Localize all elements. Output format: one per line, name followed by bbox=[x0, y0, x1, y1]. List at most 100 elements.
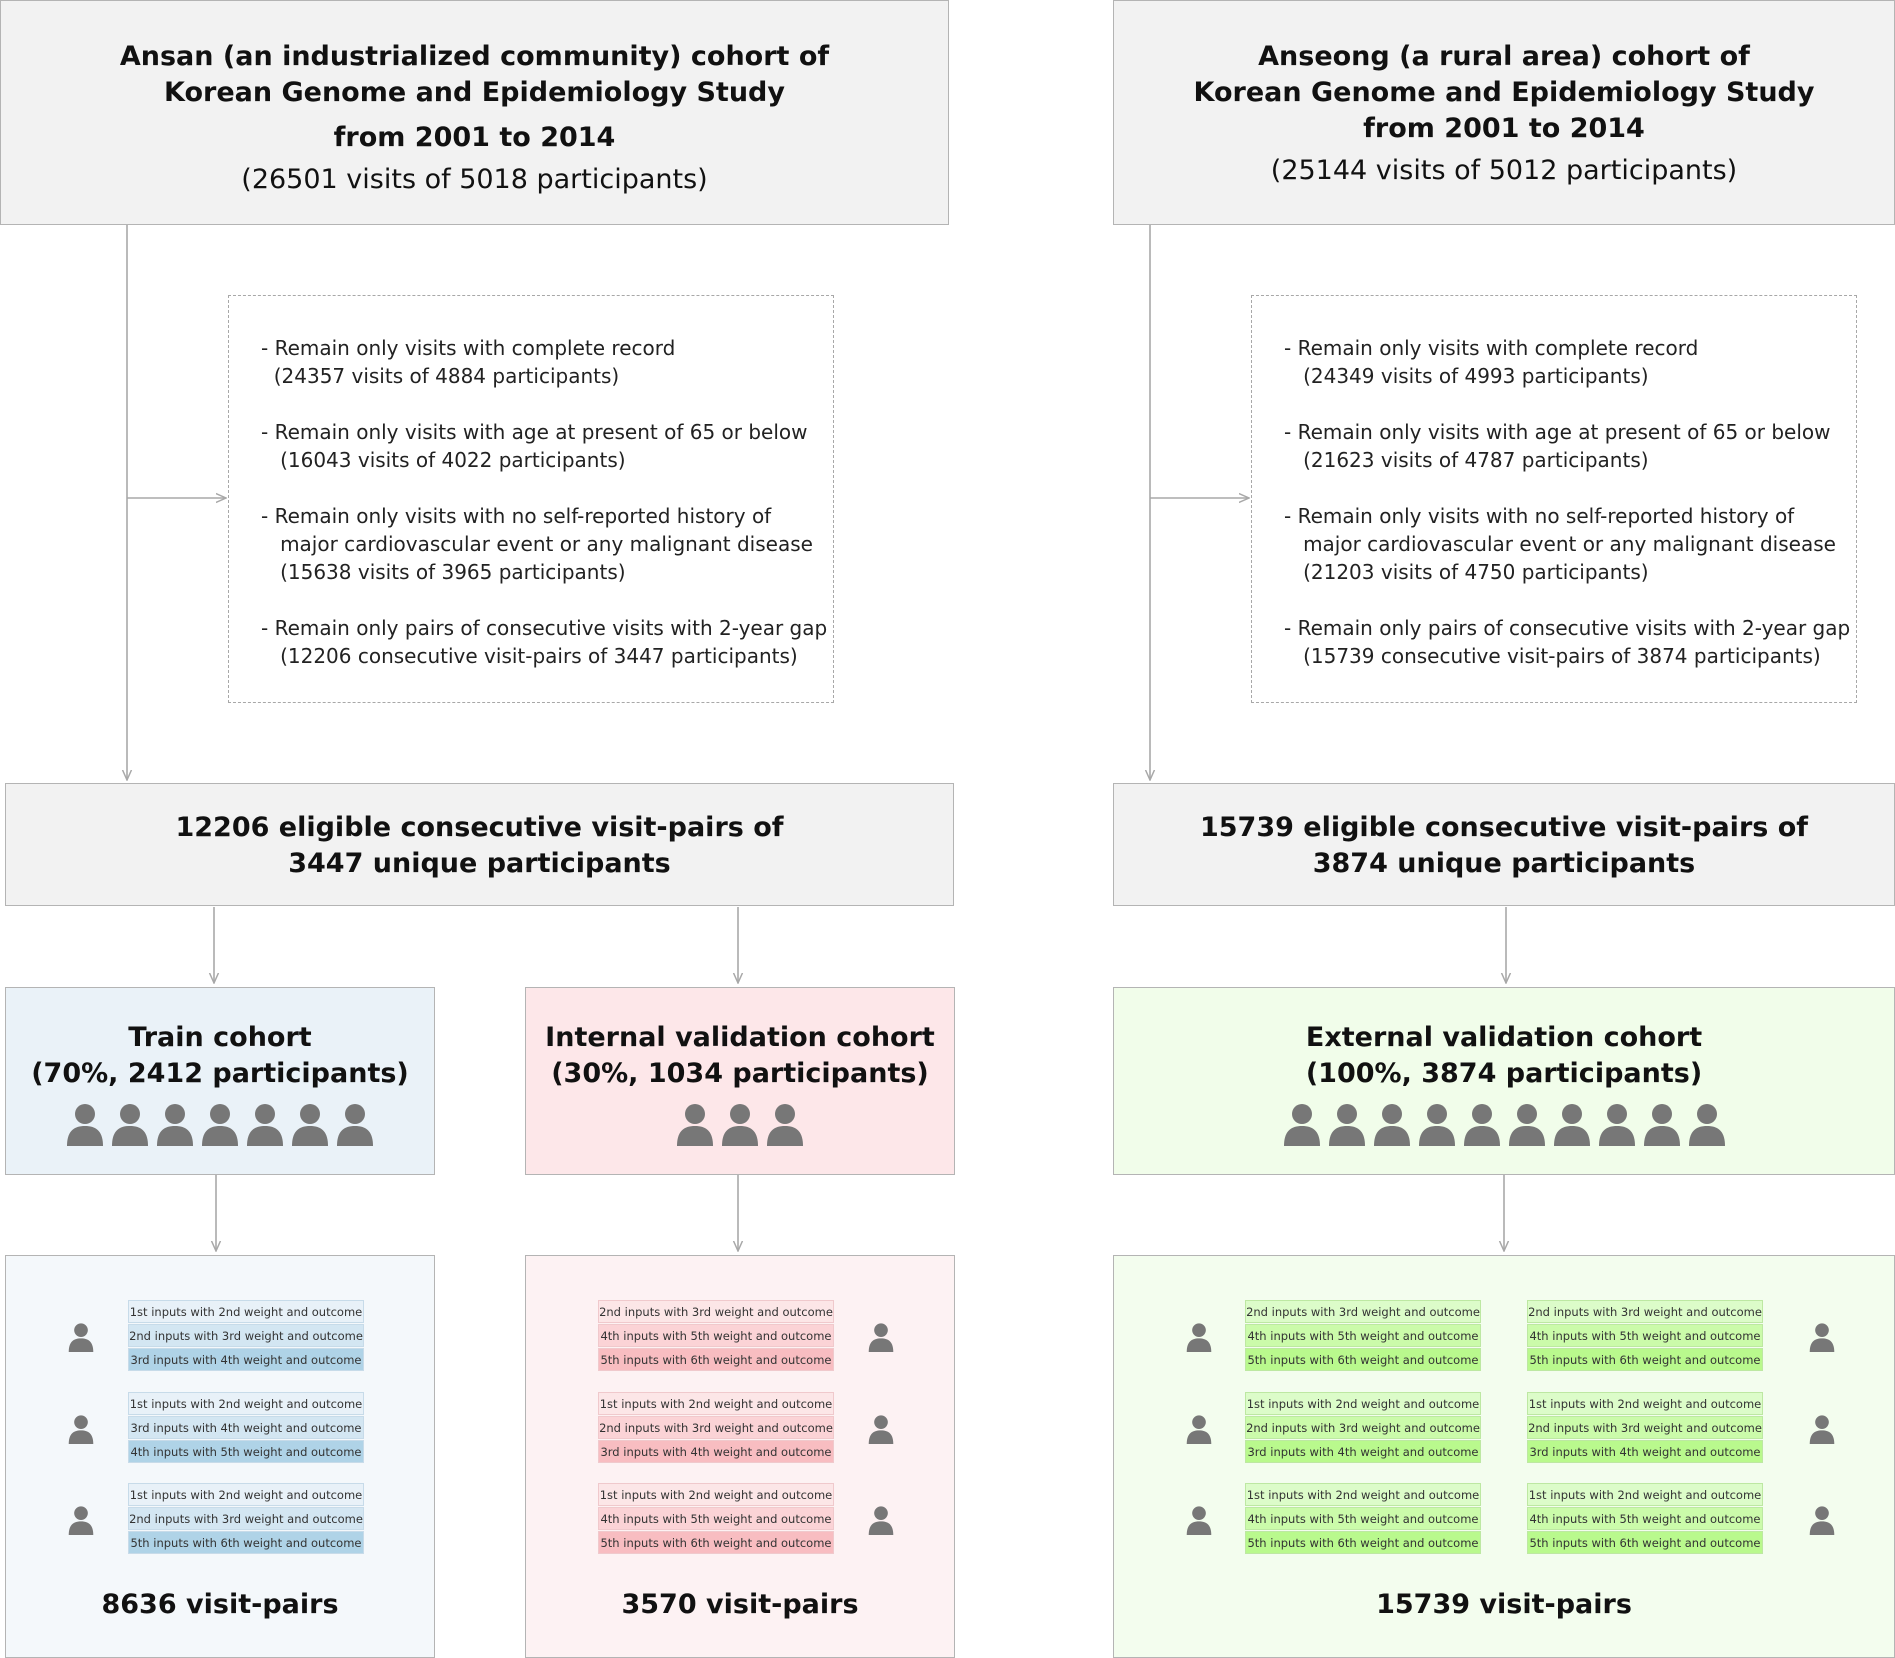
ansan-cohort-box: Ansan (an industrialized community) coho… bbox=[0, 0, 949, 225]
train-schedule-row: 1st inputs with 2nd weight and outcome bbox=[128, 1392, 364, 1415]
ansan-title-line-2: Korean Genome and Epidemiology Study bbox=[164, 77, 785, 108]
person-icon bbox=[1642, 1102, 1682, 1146]
internal-schedule-row: 3rd inputs with 4th weight and outcome bbox=[598, 1440, 834, 1463]
internal-title-line-1: Internal validation cohort bbox=[545, 1022, 935, 1053]
internal-schedule-row: 5th inputs with 6th weight and outcome bbox=[598, 1348, 834, 1371]
person-icon bbox=[1687, 1102, 1727, 1146]
external-left-schedule-row: 2nd inputs with 3rd weight and outcome bbox=[1245, 1300, 1481, 1323]
external-right-schedule-row: 2nd inputs with 3rd weight and outcome bbox=[1527, 1416, 1763, 1439]
external-cohort-box: External validation cohort (100%, 3874 p… bbox=[1113, 987, 1895, 1175]
anseong-filter-consecutive: - Remain only pairs of consecutive visit… bbox=[1284, 616, 1851, 668]
external-left-schedule-row: 1st inputs with 2nd weight and outcome bbox=[1245, 1483, 1481, 1506]
train-schedule-row: 3rd inputs with 4th weight and outcome bbox=[128, 1416, 364, 1439]
person-icon bbox=[1507, 1102, 1547, 1146]
external-right-schedule-row: 5th inputs with 6th weight and outcome bbox=[1527, 1531, 1763, 1554]
ansan-filter-history: - Remain only visits with no self-report… bbox=[261, 504, 813, 584]
person-icon bbox=[1417, 1102, 1457, 1146]
internal-schedule-row: 5th inputs with 6th weight and outcome bbox=[598, 1531, 834, 1554]
person-icon bbox=[110, 1102, 150, 1146]
train-participant-icon bbox=[67, 1322, 95, 1352]
external-left-participant-icon bbox=[1185, 1322, 1213, 1352]
external-right-participant-icon bbox=[1808, 1322, 1836, 1352]
ansan-filter-complete-record: - Remain only visits with complete recor… bbox=[261, 336, 676, 388]
internal-participant-icon bbox=[867, 1414, 895, 1444]
external-visit-pairs: 15739 visit-pairs bbox=[1376, 1589, 1632, 1620]
train-schedule-row: 2nd inputs with 3rd weight and outcome bbox=[128, 1324, 364, 1347]
ansan-eligible-line-1: 12206 eligible consecutive visit-pairs o… bbox=[175, 812, 784, 843]
external-left-participant-icon bbox=[1185, 1414, 1213, 1444]
ansan-subtitle: (26501 visits of 5018 participants) bbox=[241, 164, 708, 195]
anseong-title-line-3: from 2001 to 2014 bbox=[1363, 113, 1645, 144]
external-right-schedule-row: 2nd inputs with 3rd weight and outcome bbox=[1527, 1300, 1763, 1323]
person-icon bbox=[245, 1102, 285, 1146]
anseong-eligible-line-1: 15739 eligible consecutive visit-pairs o… bbox=[1199, 812, 1809, 843]
external-left-participant-icon bbox=[1185, 1505, 1213, 1535]
train-schedule-row: 3rd inputs with 4th weight and outcome bbox=[128, 1348, 364, 1371]
ansan-exclusion-box: - Remain only visits with complete recor… bbox=[228, 295, 834, 703]
train-title-line-2: (70%, 2412 participants) bbox=[31, 1058, 409, 1089]
person-icon bbox=[1282, 1102, 1322, 1146]
external-right-participant-icon bbox=[1808, 1414, 1836, 1444]
internal-schedule-row: 4th inputs with 5th weight and outcome bbox=[598, 1324, 834, 1347]
external-right-participant-icon bbox=[1808, 1505, 1836, 1535]
external-title-line-1: External validation cohort bbox=[1305, 1022, 1703, 1053]
person-icon bbox=[720, 1102, 760, 1146]
internal-schedule-row: 2nd inputs with 3rd weight and outcome bbox=[598, 1300, 834, 1323]
train-schedule-row: 2nd inputs with 3rd weight and outcome bbox=[128, 1507, 364, 1530]
external-participant-icons bbox=[1114, 1102, 1894, 1146]
person-icon bbox=[1597, 1102, 1637, 1146]
train-title-line-1: Train cohort bbox=[128, 1022, 312, 1053]
internal-schedule-row: 2nd inputs with 3rd weight and outcome bbox=[598, 1416, 834, 1439]
train-cohort-box: Train cohort (70%, 2412 participants) bbox=[5, 987, 435, 1175]
ansan-filter-age: - Remain only visits with age at present… bbox=[261, 420, 808, 472]
external-left-schedule-row: 4th inputs with 5th weight and outcome bbox=[1245, 1324, 1481, 1347]
internal-participant-icon bbox=[867, 1322, 895, 1352]
train-schedule-row: 1st inputs with 2nd weight and outcome bbox=[128, 1300, 364, 1323]
anseong-filter-age: - Remain only visits with age at present… bbox=[1284, 420, 1831, 472]
train-participant-icons bbox=[6, 1102, 434, 1146]
internal-schedule-row: 1st inputs with 2nd weight and outcome bbox=[598, 1392, 834, 1415]
external-left-schedule-row: 3rd inputs with 4th weight and outcome bbox=[1245, 1440, 1481, 1463]
internal-visit-pairs: 3570 visit-pairs bbox=[621, 1589, 859, 1620]
person-icon bbox=[290, 1102, 330, 1146]
external-right-schedule-row: 5th inputs with 6th weight and outcome bbox=[1527, 1348, 1763, 1371]
external-right-schedule-row: 4th inputs with 5th weight and outcome bbox=[1527, 1507, 1763, 1530]
ansan-eligible-box: 12206 eligible consecutive visit-pairs o… bbox=[5, 783, 954, 906]
ansan-eligible-line-2: 3447 unique participants bbox=[288, 848, 671, 879]
person-icon bbox=[675, 1102, 715, 1146]
internal-participant-icon bbox=[867, 1505, 895, 1535]
person-icon bbox=[65, 1102, 105, 1146]
train-schedule-row: 1st inputs with 2nd weight and outcome bbox=[128, 1483, 364, 1506]
external-left-schedule-row: 5th inputs with 6th weight and outcome bbox=[1245, 1531, 1481, 1554]
anseong-eligible-line-2: 3874 unique participants bbox=[1312, 848, 1696, 879]
person-icon bbox=[335, 1102, 375, 1146]
person-icon bbox=[200, 1102, 240, 1146]
external-right-schedule-row: 3rd inputs with 4th weight and outcome bbox=[1527, 1440, 1763, 1463]
person-icon bbox=[1552, 1102, 1592, 1146]
anseong-exclusion-box: - Remain only visits with complete recor… bbox=[1251, 295, 1857, 703]
internal-schedule-row: 1st inputs with 2nd weight and outcome bbox=[598, 1483, 834, 1506]
ansan-title-line-1: Ansan (an industrialized community) coho… bbox=[119, 41, 830, 72]
person-icon bbox=[1372, 1102, 1412, 1146]
person-icon bbox=[155, 1102, 195, 1146]
anseong-title-line-2: Korean Genome and Epidemiology Study bbox=[1193, 77, 1815, 108]
external-left-schedule-row: 2nd inputs with 3rd weight and outcome bbox=[1245, 1416, 1481, 1439]
train-participant-icon bbox=[67, 1414, 95, 1444]
anseong-title-line-1: Anseong (a rural area) cohort of bbox=[1258, 41, 1750, 72]
external-left-schedule-row: 1st inputs with 2nd weight and outcome bbox=[1245, 1392, 1481, 1415]
person-icon bbox=[1462, 1102, 1502, 1146]
anseong-filter-complete-record: - Remain only visits with complete recor… bbox=[1284, 336, 1699, 388]
anseong-filter-history: - Remain only visits with no self-report… bbox=[1284, 504, 1836, 584]
train-participant-icon bbox=[67, 1505, 95, 1535]
anseong-eligible-box: 15739 eligible consecutive visit-pairs o… bbox=[1113, 783, 1895, 906]
person-icon bbox=[1327, 1102, 1367, 1146]
